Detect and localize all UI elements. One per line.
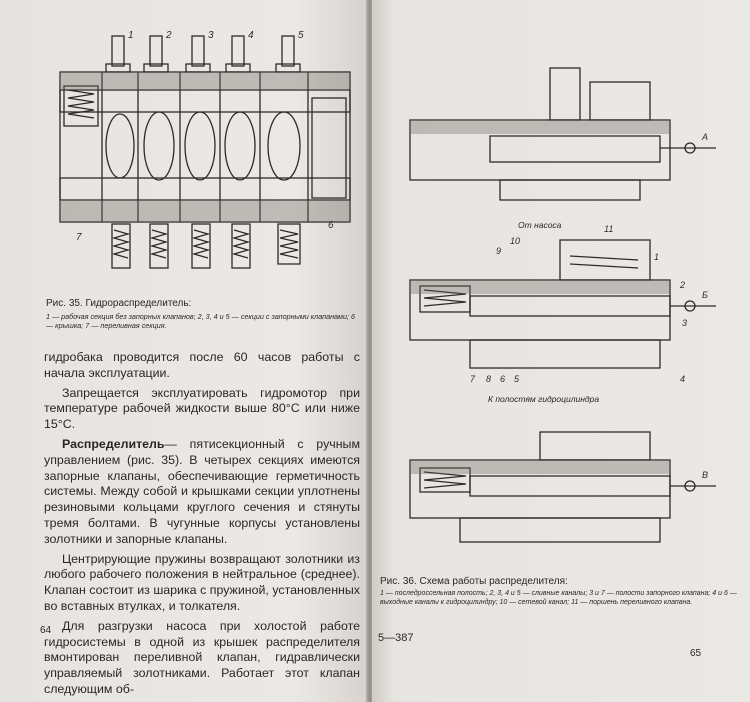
figure-caption-legend: 1 — рабочая секция без запорных клапанов…: [46, 312, 355, 330]
paragraph: Распределитель— пятисекционный с ручным …: [44, 437, 360, 548]
diagram-letter: Б: [702, 290, 708, 300]
term-dash: —: [164, 436, 190, 451]
part-number: 6: [328, 220, 334, 231]
part-number: 4: [680, 374, 685, 384]
diagram-letter: А: [701, 132, 708, 142]
page-number: 65: [690, 648, 702, 659]
right-page: А Б В 1 2 3 4 5 6 7 8 9 10 11 От насоса …: [372, 0, 750, 702]
figure-36-distributor-scheme: А Б В 1 2 3 4 5 6 7 8 9 10 11: [409, 67, 716, 543]
figure-35-hydraulic-distributor: 1 2 3 4 5 6 7: [59, 30, 351, 269]
paragraph: Для разгрузки насоса при холостой работе…: [44, 618, 360, 696]
printer-signature: 5—387: [378, 632, 414, 644]
label-from-pump: От насоса: [518, 220, 562, 230]
part-number: 1: [128, 30, 134, 41]
paragraph: Центрирующие пружины возвращают золотник…: [44, 551, 360, 613]
figure-caption-title: Рис. 36. Схема работы распределителя:: [380, 576, 568, 587]
part-number: 2: [679, 280, 685, 290]
left-page-body-text: гидробака проводится после 60 часов рабо…: [44, 350, 360, 702]
figure-caption-title: Рис. 35. Гидрораспределитель:: [46, 298, 192, 309]
part-number: 5: [298, 30, 304, 41]
part-number: 7: [76, 232, 82, 243]
paragraph: Запрещается эксплуатировать гидромотор п…: [44, 385, 360, 432]
part-number: 3: [208, 30, 214, 41]
book-gutter: [366, 0, 374, 702]
part-number: 10: [510, 236, 520, 246]
figure-caption-legend: 1 — последроссельная полость; 2, 3, 4 и …: [380, 590, 737, 606]
page-number: 64: [40, 625, 52, 636]
paragraph: гидробака проводится после 60 часов рабо…: [44, 350, 360, 380]
figure-36-caption: Рис. 36. Схема работы распределителя: 1 …: [380, 576, 740, 608]
figure-35-caption: Рис. 35. Гидрораспределитель: 1 — рабоча…: [46, 298, 362, 330]
diagram-letter: В: [702, 470, 708, 480]
part-number: 11: [604, 224, 613, 234]
part-number: 1: [654, 252, 659, 262]
part-number: 6: [500, 374, 505, 384]
left-page: 1 2 3 4 5 6 7 Рис. 35. Гидрораспределите…: [0, 0, 368, 702]
part-number: 7: [470, 374, 476, 384]
part-number: 9: [496, 246, 501, 256]
paragraph-text: пятисекционный с ручным управлением (рис…: [44, 436, 360, 546]
part-number: 8: [486, 374, 491, 384]
part-number: 2: [165, 30, 172, 41]
part-number: 5: [514, 374, 520, 384]
part-number: 3: [682, 318, 687, 328]
bold-term: Распределитель: [62, 436, 165, 451]
part-number: 4: [248, 30, 254, 41]
label-to-cylinder: К полостям гидроцилиндра: [488, 394, 600, 404]
